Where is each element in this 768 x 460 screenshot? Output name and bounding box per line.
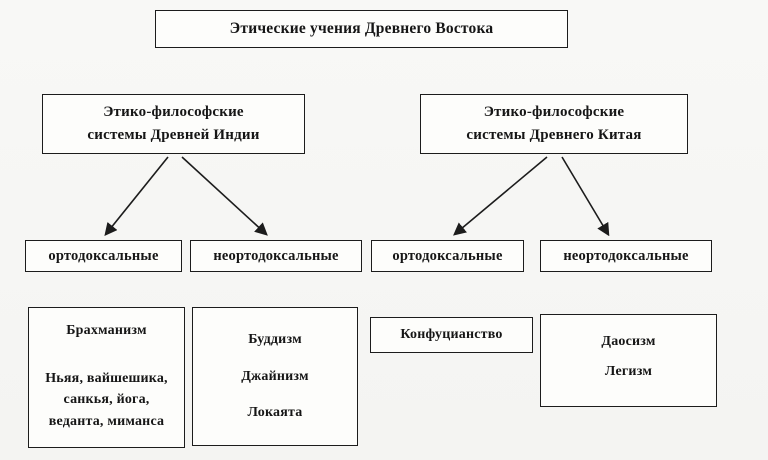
india-heterodox-label: неортодоксальные xyxy=(213,247,339,264)
china-root-line1: Этико-философские xyxy=(483,103,625,120)
diagram-title-box: Этические учения Древнего Востока xyxy=(155,10,568,48)
india-orthodox-detail-line1: Ньяя, вайшешика, xyxy=(45,370,168,386)
india-heterodox-detail-item3: Локаята xyxy=(247,405,303,421)
china-orthodox-detail-item1: Конфуцианство xyxy=(400,327,503,343)
china-heterodox-box: неортодоксальные xyxy=(540,240,712,272)
china-orthodox-box: ортодоксальные xyxy=(371,240,524,272)
china-heterodox-label: неортодоксальные xyxy=(563,247,689,264)
india-heterodox-box: неортодоксальные xyxy=(190,240,362,272)
china-heterodox-detail-item2: Легизм xyxy=(604,364,653,379)
china-heterodox-detail-item1: Даосизм xyxy=(601,334,656,349)
china-root-box: Этико-философские системы Древнего Китая xyxy=(420,94,688,154)
india-orthodox-box: ортодоксальные xyxy=(25,240,182,272)
india-heterodox-detail-box: Буддизм Джайнизм Локаята xyxy=(192,307,358,446)
india-orthodox-detail-box: Брахманизм Ньяя, вайшешика, санкья, йога… xyxy=(28,307,185,448)
india-orthodox-label: ортодоксальные xyxy=(48,247,159,264)
india-root-line2: системы Древней Индии xyxy=(87,127,260,143)
india-root-box: Этико-философские системы Древней Индии xyxy=(42,94,305,154)
diagram-title: Этические учения Древнего Востока xyxy=(229,20,494,37)
china-orthodox-detail-box: Конфуцианство xyxy=(370,317,533,353)
india-root-line1: Этико-философские xyxy=(103,103,244,120)
india-orthodox-detail-title: Брахманизм xyxy=(66,323,147,338)
india-heterodox-detail-item2: Джайнизм xyxy=(241,368,309,384)
china-root-line2: системы Древнего Китая xyxy=(466,127,642,143)
china-orthodox-label: ортодоксальные xyxy=(392,247,503,264)
india-orthodox-detail-line3: веданта, миманса xyxy=(48,414,165,430)
china-heterodox-detail-box: Даосизм Легизм xyxy=(540,314,717,407)
india-orthodox-detail-line2: санкья, йога, xyxy=(63,392,150,408)
india-heterodox-detail-item1: Буддизм xyxy=(248,331,302,347)
